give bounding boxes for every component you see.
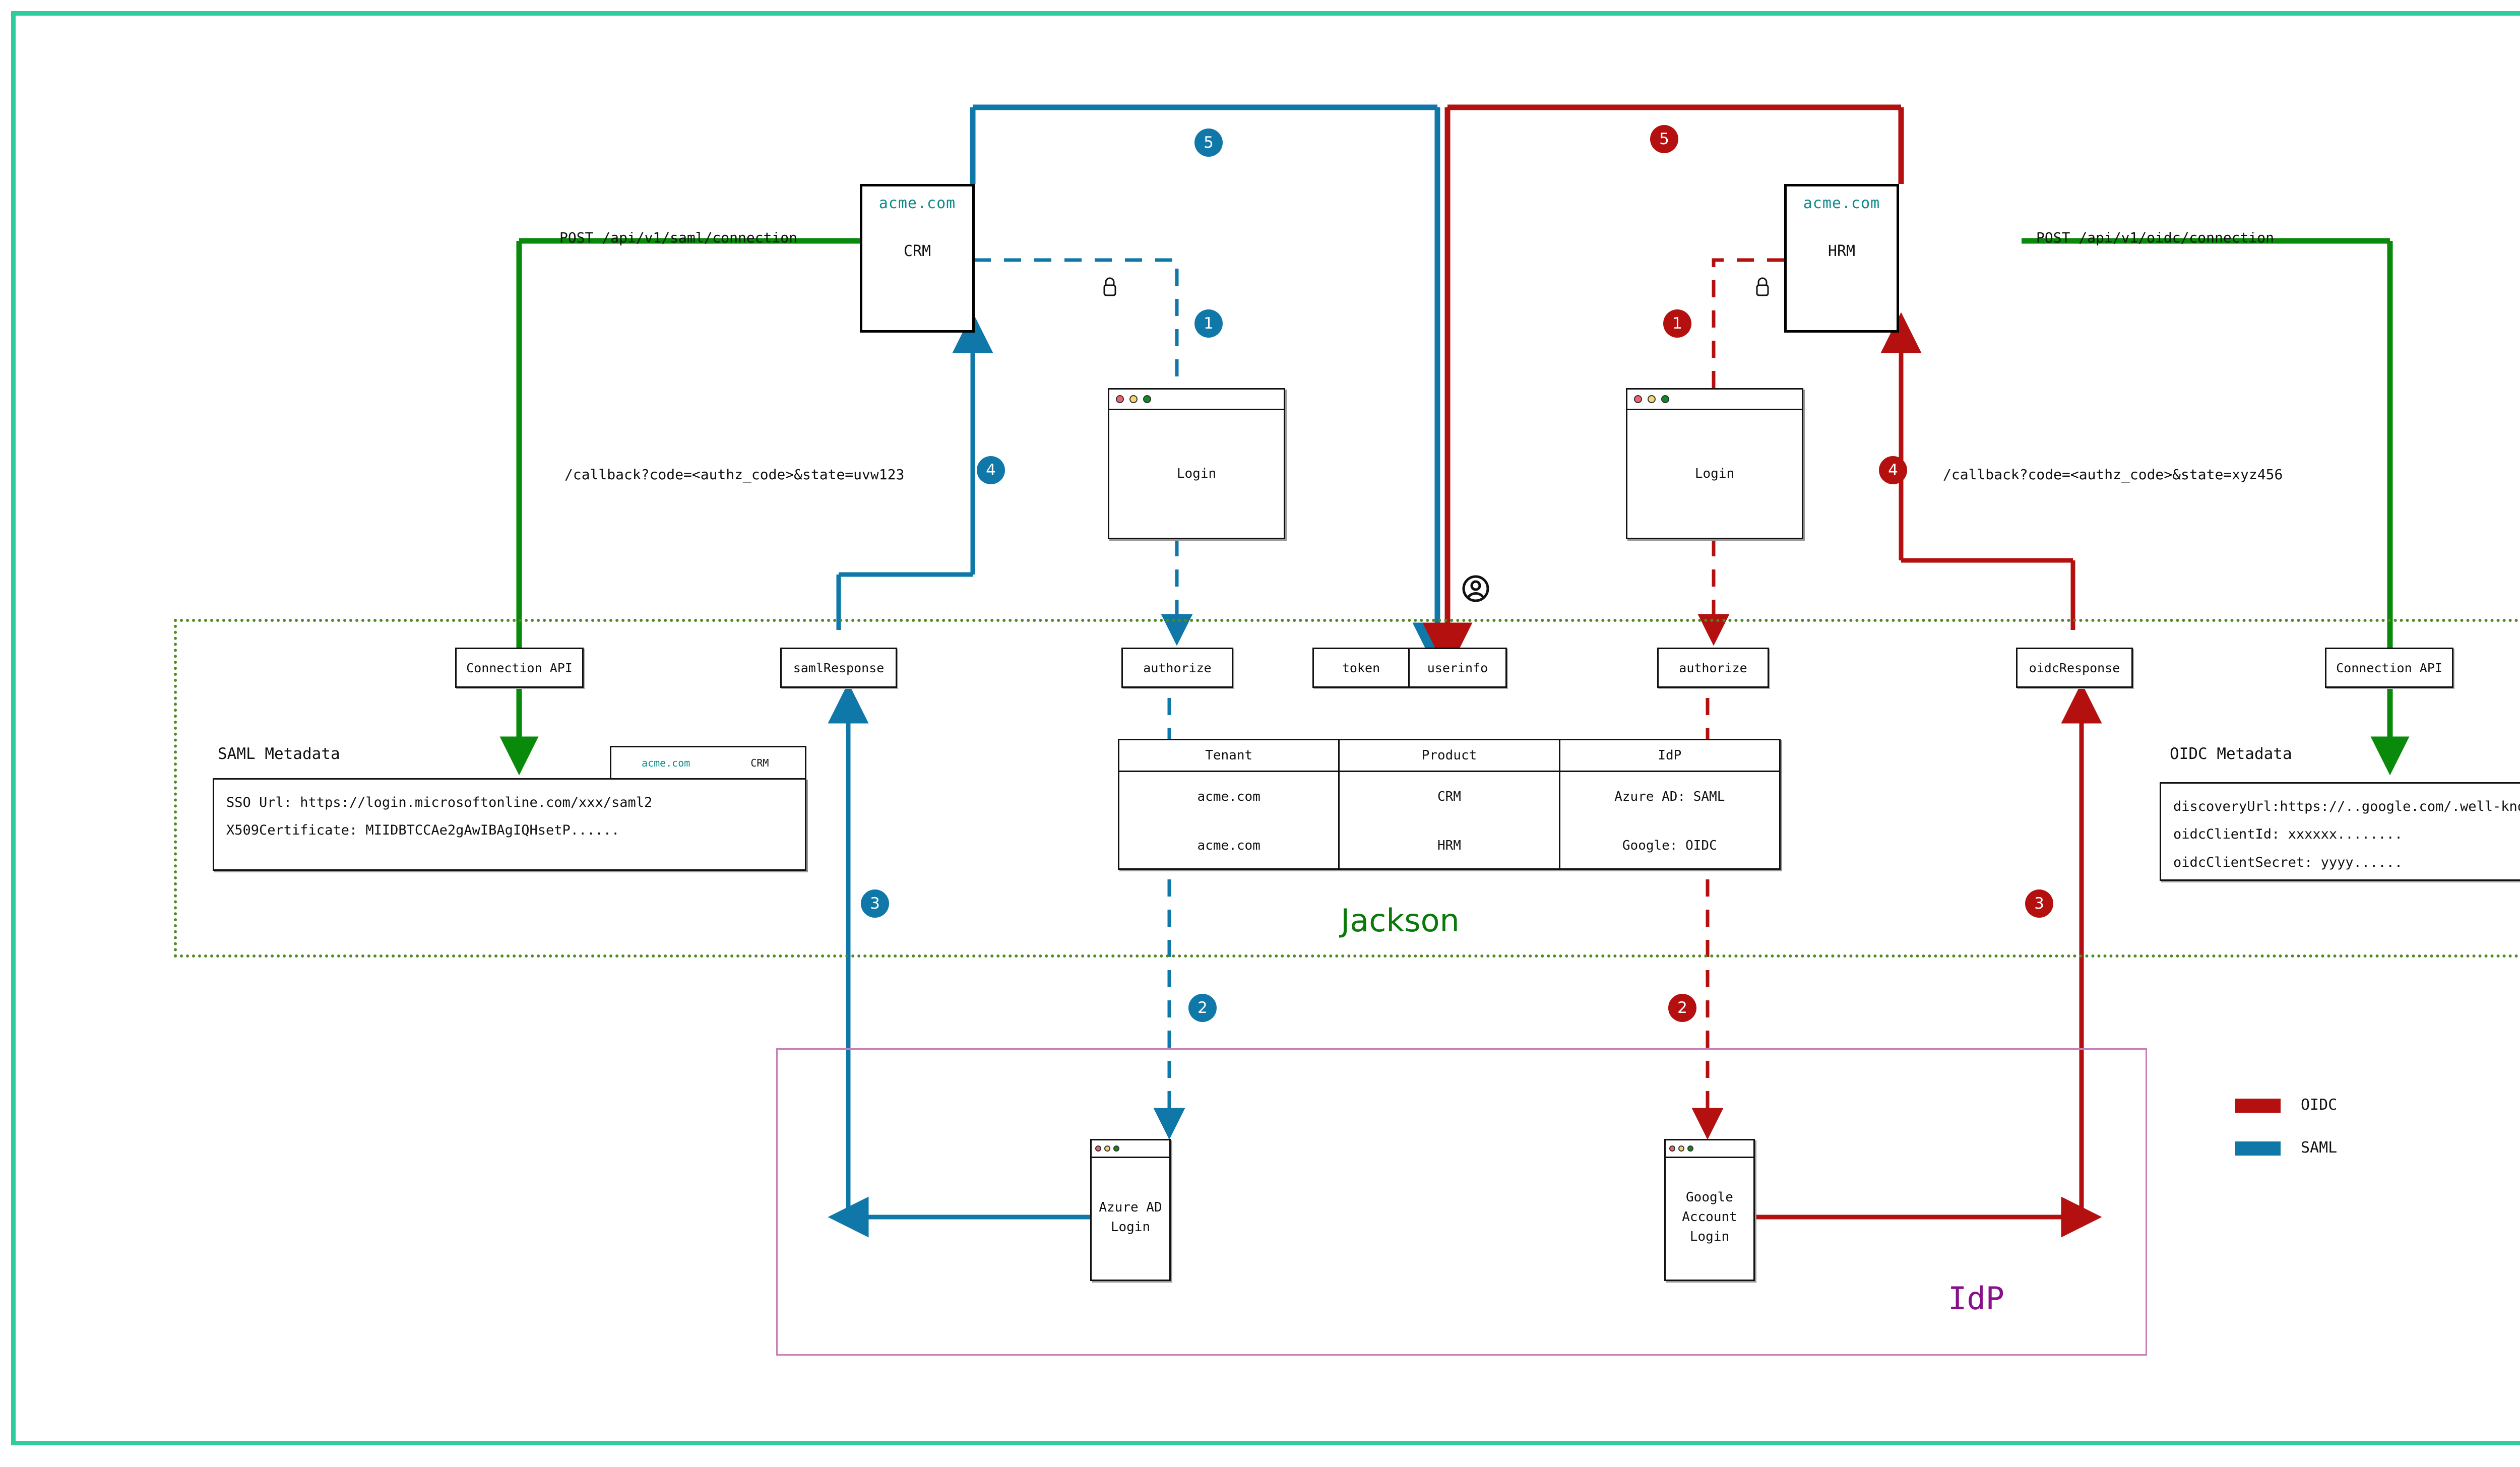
oidc-metadata-line-3: oidcClientSecret: yyyy...... <box>2173 854 2403 870</box>
legend-swatch-oidc <box>2235 1099 2281 1113</box>
cell-idp: Google: OIDC <box>1558 821 1779 870</box>
step-badge-oidc-5: 5 <box>1650 125 1678 153</box>
table-row: acme.com CRM Azure AD: SAML <box>1119 772 1779 821</box>
window-titlebar <box>1666 1140 1753 1158</box>
table-row: acme.com HRM Google: OIDC <box>1119 821 1779 870</box>
cell-tenant: acme.com <box>1197 838 1261 853</box>
step-badge-oidc-2: 2 <box>1668 994 1696 1022</box>
table-col-product: Product <box>1338 740 1558 771</box>
idp-window-line1-azure: Azure AD <box>1099 1199 1162 1215</box>
saml-metadata-card: SSO Url: https://login.microsoftonline.c… <box>213 778 806 871</box>
minimize-dot-icon[interactable] <box>1129 395 1138 403</box>
window-body: Login <box>1109 410 1284 538</box>
idp-region <box>776 1048 2147 1356</box>
outer-frame <box>11 11 2520 1445</box>
window-titlebar <box>1092 1140 1169 1158</box>
oidc-metadata-title: OIDC Metadata <box>2170 745 2292 763</box>
label-saml-callback: /callback?code=<authz_code>&state=uvw123 <box>564 466 905 483</box>
saml-metadata-title: SAML Metadata <box>218 745 340 763</box>
endpoint-connection-api-right[interactable]: Connection API <box>2325 648 2453 688</box>
saml-tab-name: CRM <box>750 756 769 769</box>
endpoint-authorize-oidc[interactable]: authorize <box>1657 648 1769 688</box>
lock-icon <box>1101 276 1118 299</box>
idp-window-line2-google: Login <box>1689 1229 1730 1244</box>
oidc-metadata-line-1: discoveryUrl:https://..google.com/.well-… <box>2173 799 2520 814</box>
close-dot-icon[interactable] <box>1095 1145 1101 1152</box>
endpoint-authorize-saml[interactable]: authorize <box>1121 648 1233 688</box>
endpoint-saml-response[interactable]: samlResponse <box>780 648 897 688</box>
app-name-crm: CRM <box>903 242 931 260</box>
minimize-dot-icon[interactable] <box>1678 1145 1684 1152</box>
window-body: Azure AD Login <box>1092 1158 1169 1277</box>
legend-label-saml: SAML <box>2301 1139 2338 1157</box>
step-badge-oidc-3: 3 <box>2025 889 2053 918</box>
maximize-dot-icon[interactable] <box>1661 395 1669 403</box>
maximize-dot-icon[interactable] <box>1113 1145 1119 1152</box>
idp-label: IdP <box>1948 1280 2004 1317</box>
app-name-hrm: HRM <box>1828 242 1856 260</box>
window-body: Google Account Login <box>1666 1158 1753 1277</box>
minimize-dot-icon[interactable] <box>1104 1145 1110 1152</box>
browser-window-azure-ad-login[interactable]: Azure AD Login <box>1090 1139 1171 1281</box>
browser-window-crm-login[interactable]: Login <box>1108 388 1285 539</box>
app-domain-hrm: acme.com <box>1803 195 1880 212</box>
maximize-dot-icon[interactable] <box>1687 1145 1693 1152</box>
close-dot-icon[interactable] <box>1116 395 1124 403</box>
app-box-crm[interactable]: acme.com CRM <box>860 184 975 333</box>
window-titlebar <box>1109 390 1284 410</box>
browser-window-hrm-login[interactable]: Login <box>1626 388 1803 539</box>
close-dot-icon[interactable] <box>1669 1145 1675 1152</box>
idp-window-line2-azure: Login <box>1110 1219 1151 1235</box>
saml-metadata-tab: acme.com CRM <box>610 746 806 778</box>
user-account-icon <box>1462 575 1490 605</box>
idp-window-line1-google: Google Account <box>1682 1190 1737 1225</box>
legend-label-oidc: OIDC <box>2301 1096 2338 1114</box>
label-oidc-post: POST /api/v1/oidc/connection <box>2036 229 2275 246</box>
saml-metadata-line-1: SSO Url: https://login.microsoftonline.c… <box>226 795 653 810</box>
endpoint-userinfo[interactable]: userinfo <box>1408 648 1507 688</box>
saml-metadata-line-2: X509Certificate: MIIDBTCCAe2gAwIBAgIQHse… <box>226 822 620 839</box>
endpoint-connection-api-left[interactable]: Connection API <box>455 648 584 688</box>
step-badge-saml-3: 3 <box>861 889 889 918</box>
table-col-tenant: Tenant <box>1205 748 1253 763</box>
oidc-metadata-card: discoveryUrl:https://..google.com/.well-… <box>2160 782 2520 881</box>
maximize-dot-icon[interactable] <box>1143 395 1151 403</box>
app-box-hrm[interactable]: acme.com HRM <box>1784 184 1899 333</box>
cell-tenant: acme.com <box>1197 789 1261 804</box>
step-badge-oidc-1: 1 <box>1663 309 1691 338</box>
step-badge-oidc-4: 4 <box>1879 456 1907 484</box>
window-titlebar <box>1627 390 1802 410</box>
saml-tab-domain: acme.com <box>642 756 690 769</box>
window-title-crm-login: Login <box>1176 466 1217 481</box>
oidc-metadata-line-2: oidcClientId: xxxxxx........ <box>2173 826 2403 843</box>
table-header-row: Tenant Product IdP <box>1119 740 1779 772</box>
step-badge-saml-1: 1 <box>1194 309 1223 338</box>
browser-window-google-account-login[interactable]: Google Account Login <box>1664 1139 1755 1281</box>
app-domain-crm: acme.com <box>878 195 956 212</box>
label-oidc-callback: /callback?code=<authz_code>&state=xyz456 <box>1943 466 2283 483</box>
cell-product: HRM <box>1338 821 1558 870</box>
step-badge-saml-4: 4 <box>977 456 1005 484</box>
cell-product: CRM <box>1338 772 1558 821</box>
jackson-region <box>174 619 2520 958</box>
tenant-product-idp-table: Tenant Product IdP acme.com CRM Azure AD… <box>1118 739 1781 870</box>
window-body: Login <box>1627 410 1802 538</box>
endpoint-token[interactable]: token <box>1312 648 1408 688</box>
table-col-idp: IdP <box>1558 740 1779 771</box>
endpoint-oidc-response[interactable]: oidcResponse <box>2016 648 2133 688</box>
close-dot-icon[interactable] <box>1634 395 1642 403</box>
label-saml-post: POST /api/v1/saml/connection <box>559 229 798 246</box>
step-badge-saml-5: 5 <box>1194 129 1223 157</box>
window-title-hrm-login: Login <box>1694 466 1735 481</box>
minimize-dot-icon[interactable] <box>1648 395 1656 403</box>
legend-swatch-saml <box>2235 1141 2281 1156</box>
jackson-label: Jackson <box>1341 902 1460 939</box>
lock-icon <box>1754 276 1771 299</box>
cell-idp: Azure AD: SAML <box>1558 772 1779 821</box>
step-badge-saml-2: 2 <box>1188 994 1217 1022</box>
